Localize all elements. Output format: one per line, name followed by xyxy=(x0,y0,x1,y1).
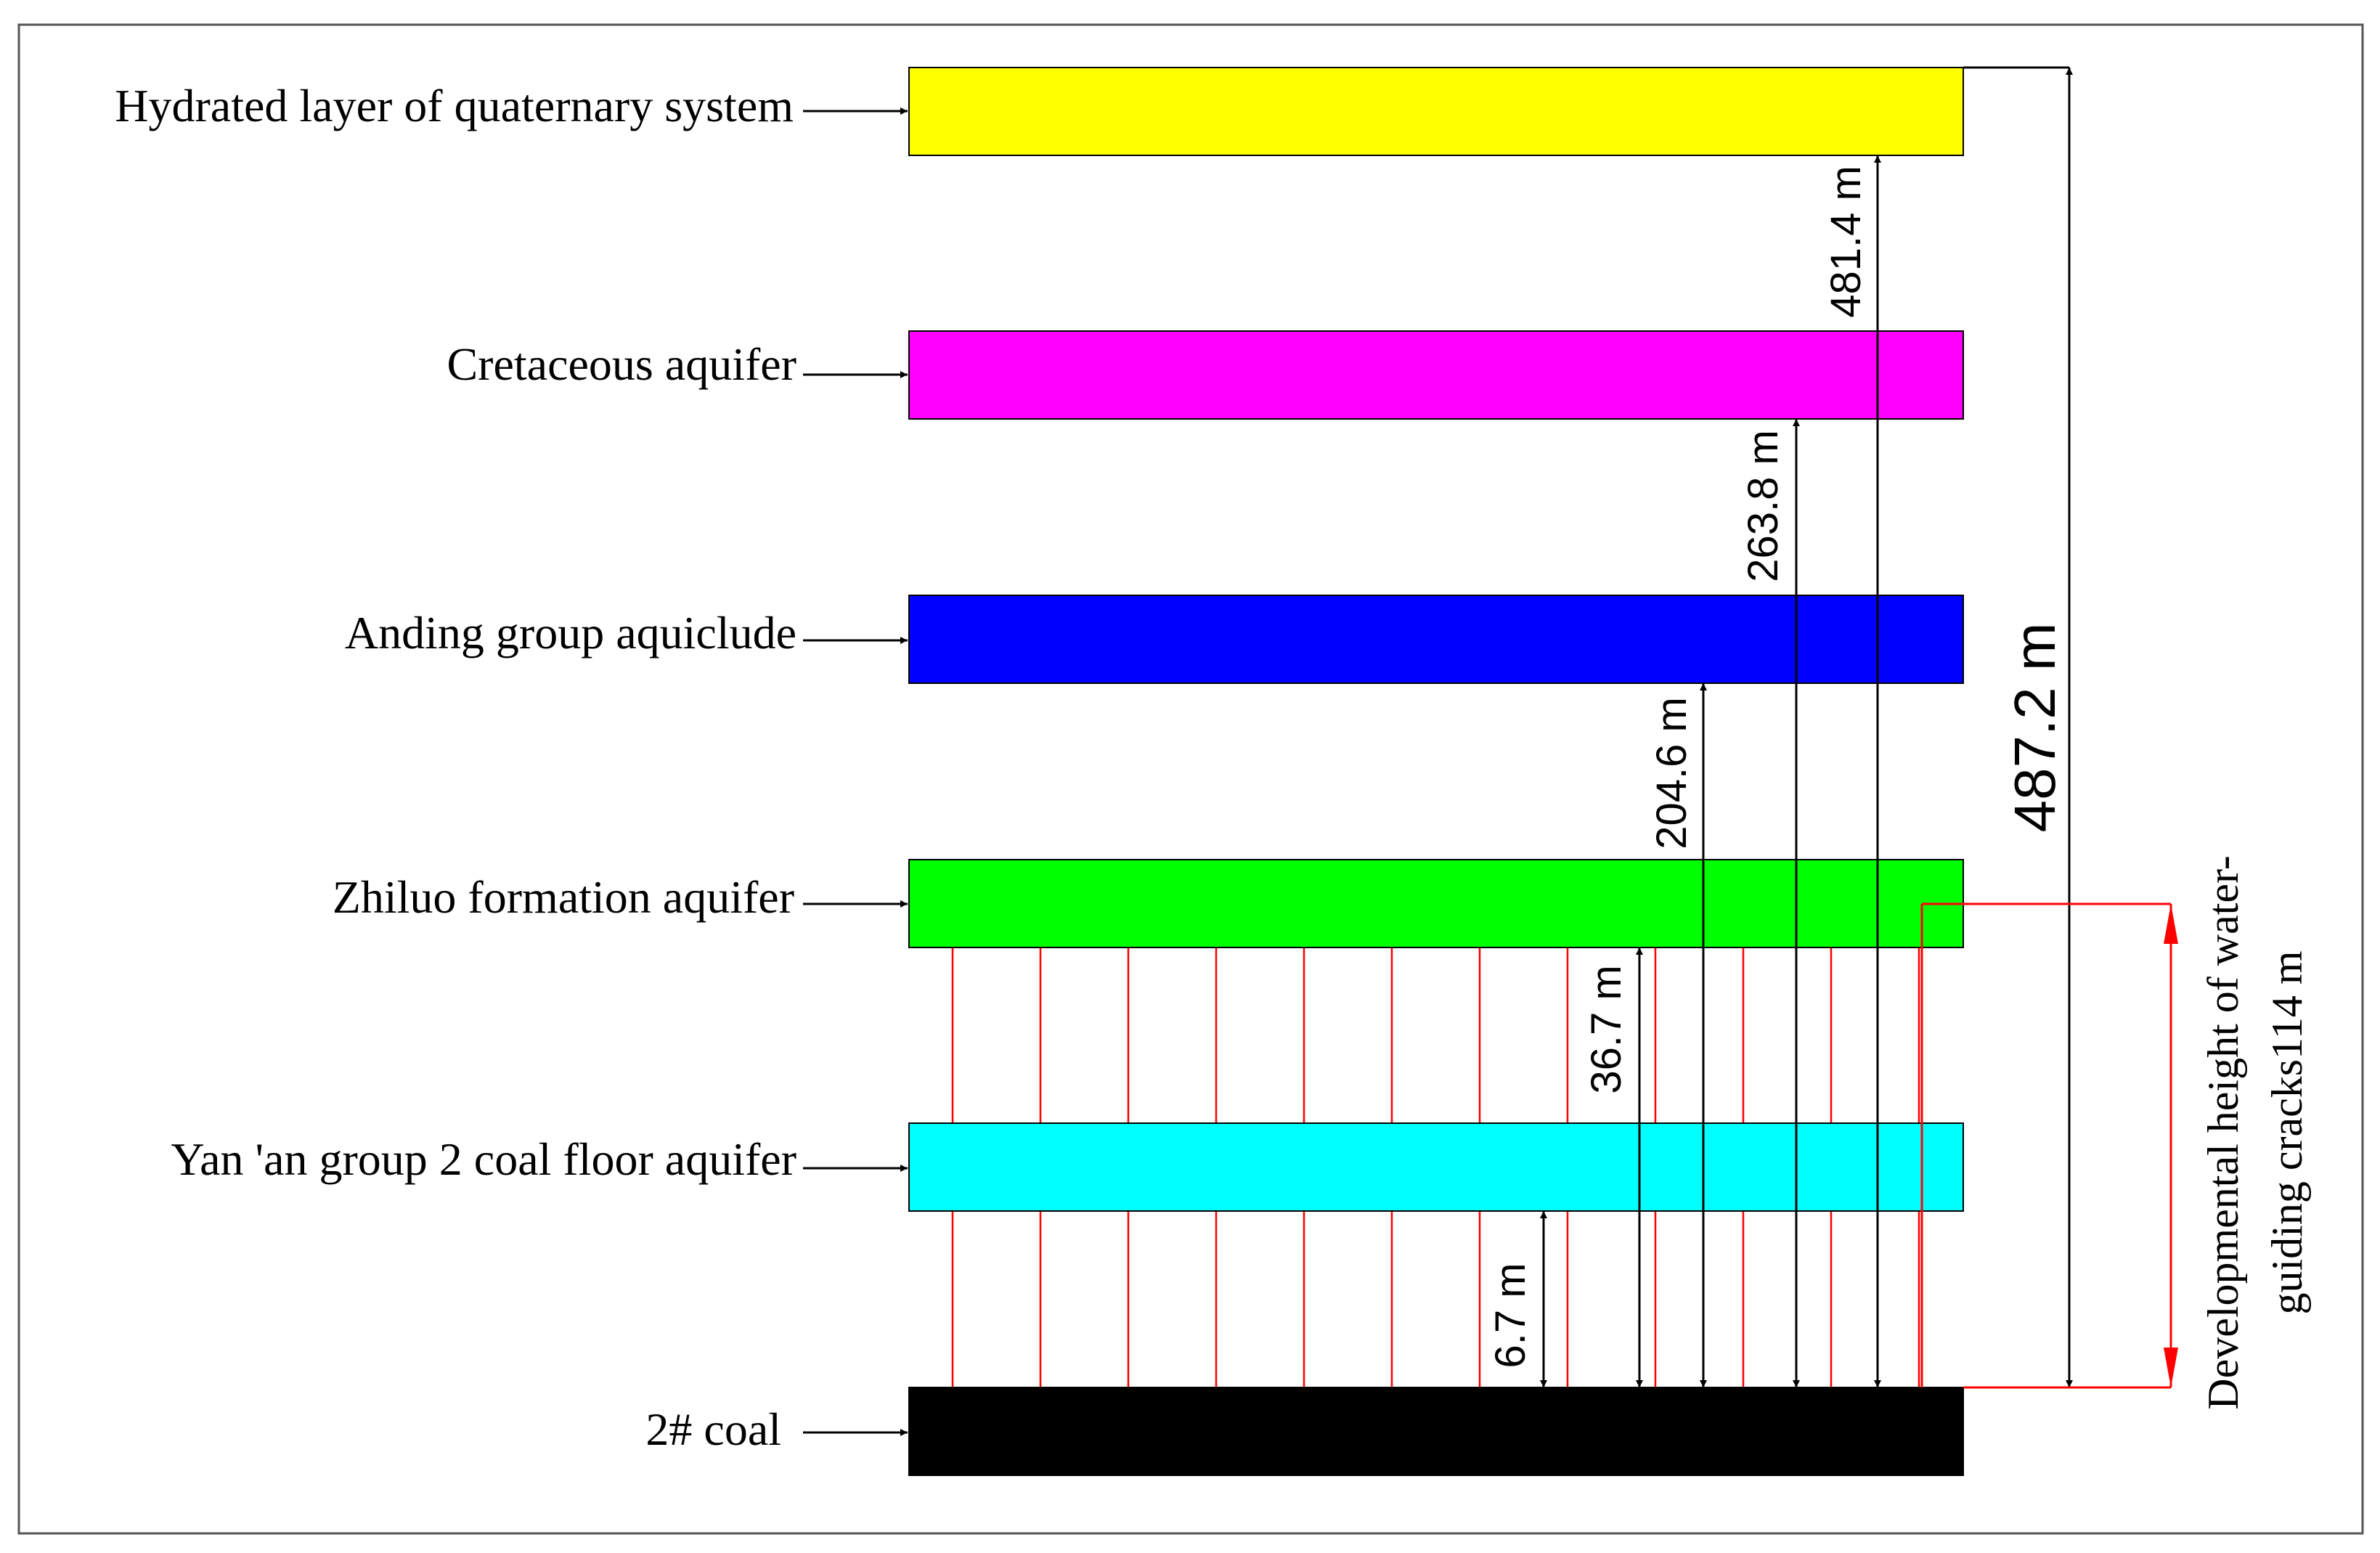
layer-labels: Hydrated layer of quaternary system Cret… xyxy=(115,80,796,1455)
layer-bars xyxy=(908,67,1964,1476)
distance-label-36-7: 36.7 m xyxy=(1583,965,1630,1093)
layer-label-quaternary: Hydrated layer of quaternary system xyxy=(115,80,794,131)
distance-labels: 6.7 m 36.7 m 204.6 m 263.8 m 481.4 m 487… xyxy=(1487,166,2067,1368)
layer-bar-quaternary xyxy=(908,67,1964,156)
layer-bar-anding xyxy=(908,595,1964,684)
crack-height-label-line1: Developmental height of water- xyxy=(2199,855,2247,1410)
layer-label-cretaceous: Cretaceous aquifer xyxy=(447,338,796,390)
label-pointers xyxy=(803,107,908,1436)
crack-arrow-head-top xyxy=(2164,904,2178,944)
layer-bar-zhiluo xyxy=(908,859,1964,948)
distance-label-263-8: 263.8 m xyxy=(1740,430,1787,582)
crack-arrow-head-bottom xyxy=(2164,1348,2178,1387)
layer-label-zhiluo: Zhiluo formation aquifer xyxy=(333,871,794,923)
distance-label-487-2: 487.2 m xyxy=(2002,622,2067,832)
diagram-frame xyxy=(17,23,2364,1535)
distance-label-481-4: 481.4 m xyxy=(1822,166,1870,318)
distance-arrows xyxy=(1540,66,2073,1389)
layer-label-anding: Anding group aquiclude xyxy=(345,607,796,659)
crack-height-label-line2: guiding cracks114 m xyxy=(2263,950,2311,1314)
crack-height-label: Developmental height of water- guiding c… xyxy=(2199,855,2311,1410)
layer-bar-cretaceous xyxy=(908,330,1964,420)
layer-label-yanan: Yan 'an group 2 coal floor aquifer xyxy=(171,1133,796,1185)
distance-label-204-6: 204.6 m xyxy=(1648,697,1695,849)
distance-label-6-7: 6.7 m xyxy=(1487,1263,1534,1368)
layer-bar-yanan xyxy=(908,1122,1964,1212)
layer-label-coal: 2# coal xyxy=(645,1403,781,1455)
layer-bar-coal xyxy=(908,1387,1964,1476)
crack-height-bracket xyxy=(1920,902,2178,1389)
